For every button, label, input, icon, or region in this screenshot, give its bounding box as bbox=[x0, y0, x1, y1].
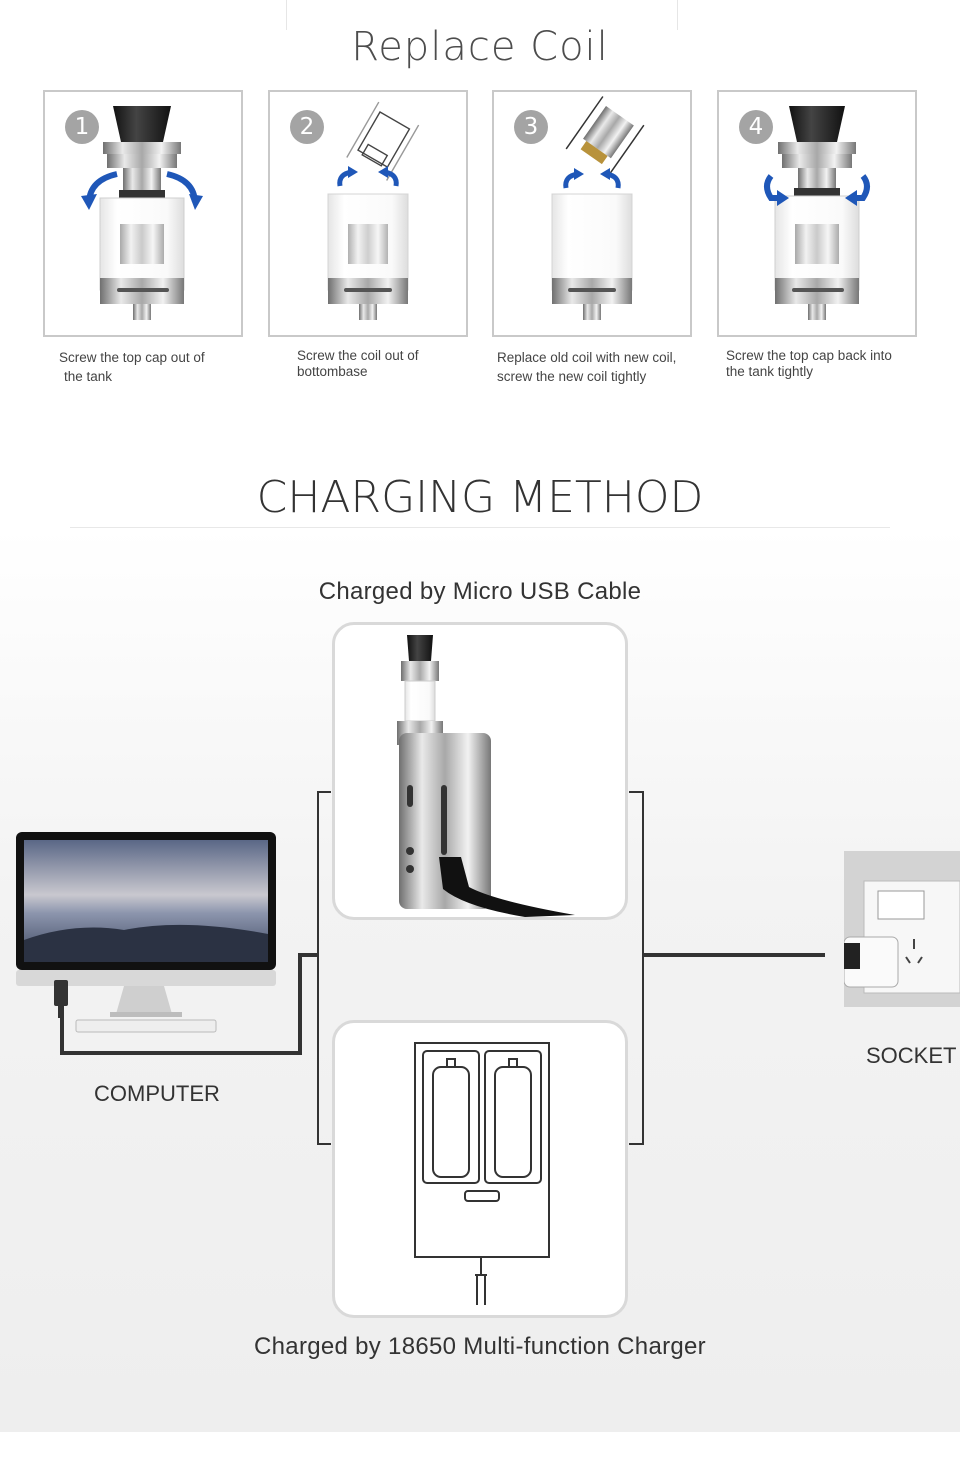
usb-caption: Charged by Micro USB Cable bbox=[318, 578, 642, 605]
step-caption-line: Replace old coil with new coil, bbox=[497, 350, 677, 365]
socket-label: SOCKET bbox=[866, 1043, 957, 1068]
step-card-4: 4 bbox=[717, 90, 917, 337]
step-caption-line: the tank bbox=[64, 369, 113, 384]
replace-coil-title: Replace Coil bbox=[351, 24, 609, 70]
step-number-badge: 3 bbox=[514, 110, 548, 144]
tank-with-top-cap-icon bbox=[764, 106, 870, 320]
tank-with-top-cap-icon bbox=[81, 106, 203, 320]
step-caption-line: screw the new coil tightly bbox=[497, 369, 647, 384]
step-caption-line: Screw the top cap out of bbox=[59, 350, 205, 365]
top-divider-left bbox=[286, 0, 287, 30]
step-caption-line: the tank tightly bbox=[726, 364, 814, 379]
computer-icon bbox=[16, 832, 276, 1033]
coil-removal-icon bbox=[327, 101, 420, 320]
battery-charger-icon bbox=[414, 1042, 550, 1305]
step-caption-1: Screw the top cap out of the tank bbox=[59, 348, 249, 386]
step-caption-line: Screw the top cap back into bbox=[726, 348, 892, 363]
coil-install-icon bbox=[551, 96, 645, 320]
step-number-badge: 4 bbox=[739, 110, 773, 144]
section-divider bbox=[70, 527, 890, 528]
step-card-3: 3 bbox=[492, 90, 692, 337]
computer-label: COMPUTER bbox=[94, 1081, 220, 1106]
step-caption-line: Screw the coil out of bbox=[297, 348, 419, 363]
socket-icon bbox=[844, 851, 960, 1007]
step-caption-3: Replace old coil with new coil, screw th… bbox=[497, 348, 707, 386]
step-caption-line: bottombase bbox=[297, 364, 368, 379]
charger-box bbox=[332, 1020, 628, 1318]
step-caption-4: Screw the top cap back into the tank tig… bbox=[726, 348, 916, 380]
step-card-2: 2 bbox=[268, 90, 468, 337]
step-card-1: 1 bbox=[43, 90, 243, 337]
charging-method-title: CHARGING METHOD bbox=[256, 472, 704, 523]
usb-device-box bbox=[332, 622, 628, 920]
top-divider-right bbox=[677, 0, 678, 30]
vape-device-icon bbox=[397, 635, 575, 917]
step-number-badge: 2 bbox=[290, 110, 324, 144]
charger-caption: Charged by 18650 Multi-function Charger bbox=[254, 1333, 706, 1360]
step-caption-2: Screw the coil out of bottombase bbox=[297, 348, 487, 380]
step-number-badge: 1 bbox=[65, 110, 99, 144]
